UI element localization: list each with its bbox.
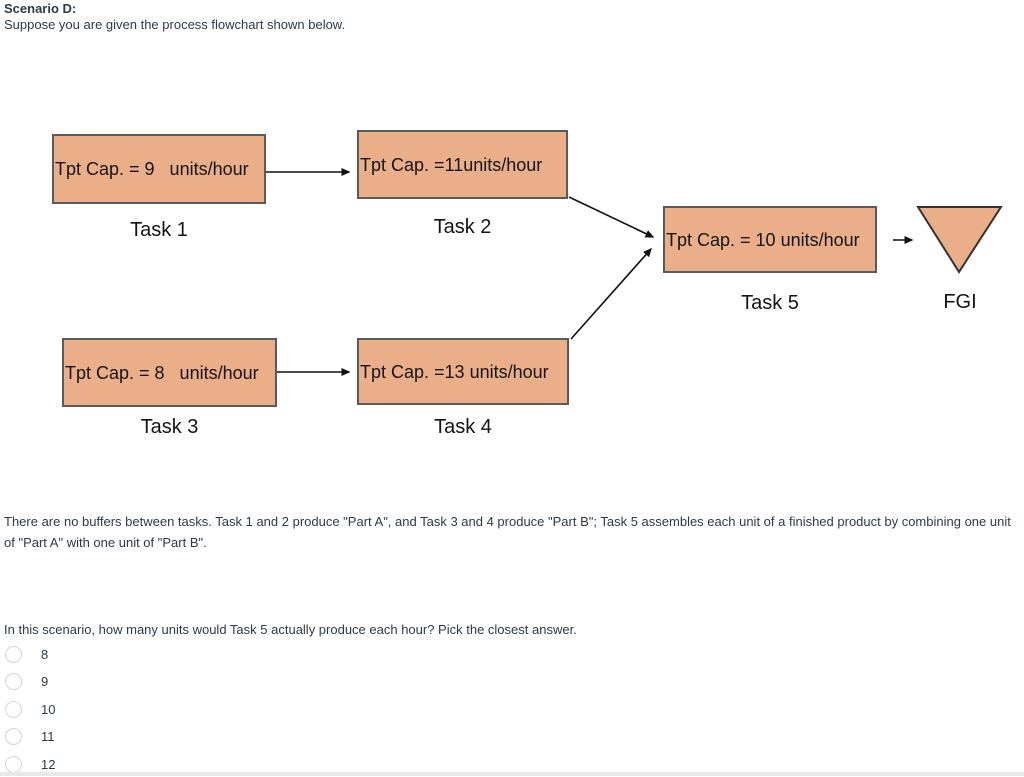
option-label-11[interactable]: 11	[41, 728, 55, 744]
arrow-task2-to-task5	[568, 196, 655, 238]
task2-box: Tpt Cap. =11units/hour	[357, 130, 568, 199]
bottom-divider	[0, 772, 1024, 776]
task2-label: Task 2	[433, 216, 492, 238]
process-flowchart: Tpt Cap. = 9 units/hour Task 1 Tpt Cap. …	[52, 130, 1003, 438]
option-row-9[interactable]: 9	[0, 668, 300, 694]
task3-box: Tpt Cap. = 8 units/hour	[62, 338, 277, 407]
task5-label: Task 5	[741, 292, 799, 314]
option-row-10[interactable]: 10	[0, 696, 300, 722]
radio-option-9[interactable]	[5, 672, 22, 690]
arrow-task4-to-task5	[570, 247, 652, 340]
scenario-subtitle: Suppose you are given the process flowch…	[4, 17, 346, 32]
task1-capacity-text: Tpt Cap. = 9 units/hour	[55, 159, 249, 179]
task5-capacity-text: Tpt Cap. = 10 units/hour	[666, 229, 860, 250]
question-text: In this scenario, how many units would T…	[4, 622, 577, 637]
task4-box: Tpt Cap. =13 units/hour	[357, 338, 569, 405]
scenario-title: Scenario D:	[4, 1, 77, 16]
option-label-9[interactable]: 9	[41, 673, 49, 689]
task3-label: Task 3	[140, 416, 199, 438]
flow-arrows	[266, 168, 1003, 376]
radio-option-11[interactable]	[5, 727, 22, 745]
task2-capacity-text: Tpt Cap. =11units/hour	[360, 154, 543, 175]
fgi-triangle	[916, 206, 1003, 274]
task4-capacity-text: Tpt Cap. =13 units/hour	[360, 361, 549, 382]
radio-option-10[interactable]	[5, 700, 22, 718]
task4-label: Task 4	[434, 416, 492, 438]
radio-option-12[interactable]	[5, 755, 22, 773]
scenario-description: There are no buffers between tasks. Task…	[4, 514, 1011, 550]
task5-box: Tpt Cap. = 10 units/hour	[663, 206, 877, 273]
task1-box: Tpt Cap. = 9 units/hour	[52, 134, 266, 204]
option-row-11[interactable]: 11	[0, 723, 300, 749]
radio-option-8[interactable]	[5, 645, 22, 663]
task3-capacity-text: Tpt Cap. = 8 units/hour	[65, 362, 259, 383]
task1-label: Task 1	[130, 219, 188, 241]
fgi-label: FGI	[943, 291, 977, 313]
option-label-10[interactable]: 10	[41, 701, 56, 717]
option-label-8[interactable]: 8	[41, 646, 49, 662]
option-row-8[interactable]: 8	[0, 641, 300, 667]
option-label-12[interactable]: 12	[41, 756, 56, 772]
